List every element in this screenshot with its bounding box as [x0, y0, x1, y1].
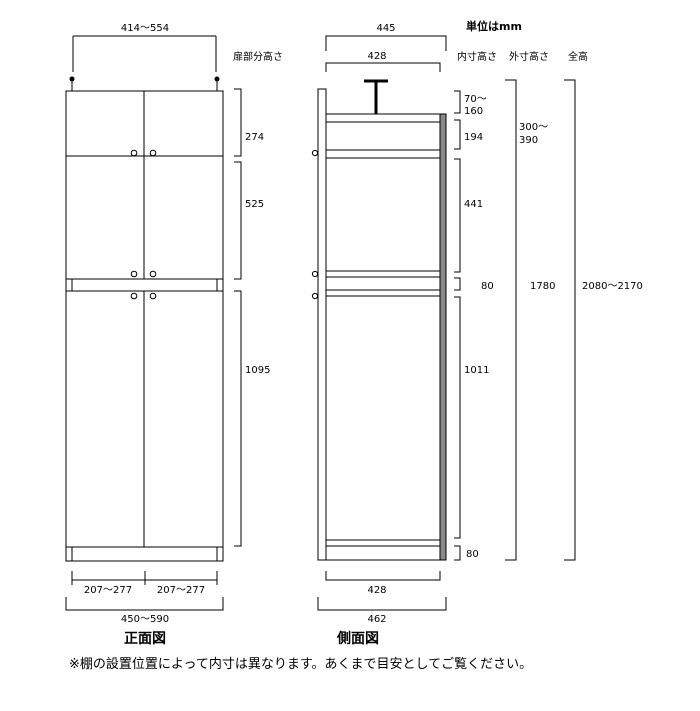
inner-lower-height: 1011: [464, 365, 489, 376]
inner-base-height: 80: [466, 549, 479, 560]
front-top-width-label: 414～554: [121, 23, 169, 34]
door-width-dimension: [71, 571, 218, 585]
side-bottom-outer-label: 462: [367, 614, 386, 625]
overall-width-label: 450～590: [121, 614, 169, 625]
side-door-panel: [317, 88, 327, 561]
side-view-caption: 側面図: [336, 630, 379, 647]
inner-height-brackets: [454, 90, 461, 561]
side-bottom-inner-dimension: [325, 571, 441, 581]
total-height-header: 全高: [568, 50, 588, 63]
front-door-middle-left: [65, 155, 145, 280]
side-top-outer-label: 445: [376, 23, 395, 34]
side-top-inner-label: 428: [367, 51, 386, 62]
door-height-middle: 525: [245, 199, 264, 210]
door-height-upper: 274: [245, 132, 264, 143]
outer-height-brackets: [505, 79, 517, 561]
outer-main-height: 1780: [530, 281, 555, 292]
front-door-lower-right: [143, 290, 224, 548]
side-base-board: [325, 539, 441, 547]
side-top-outer-dimension: [325, 35, 447, 51]
tension-poles: [69, 76, 220, 92]
outer-height-header: 外寸高さ: [509, 50, 549, 63]
side-top-board: [325, 113, 441, 123]
overall-width-dimension: [65, 597, 224, 611]
door-height-brackets: [234, 88, 242, 547]
front-view: 414～554: [65, 23, 283, 647]
outer-upper-line2: 390: [519, 135, 538, 146]
front-door-upper-left: [65, 90, 145, 157]
front-plinth: [65, 546, 224, 562]
inner-top-gap-line2: 160: [464, 106, 483, 117]
side-upper-shelf: [325, 149, 447, 159]
footnote: ※棚の設置位置によって内寸は異なります。あくまで目安としてご覧ください。: [69, 656, 532, 672]
door-width-right-label: 207～277: [157, 585, 205, 596]
side-bottom-inner-label: 428: [367, 585, 386, 596]
unit-label: 単位はmm: [466, 19, 522, 33]
inner-upper-height: 194: [464, 132, 483, 143]
side-middle-shelf: [325, 270, 441, 278]
outer-upper-line1: 300～: [519, 122, 548, 133]
side-back-panel: [439, 113, 447, 561]
door-height-lower: 1095: [245, 365, 270, 376]
side-top-inner-dimension: [325, 62, 441, 72]
inner-middle-height: 441: [464, 199, 483, 210]
side-lower-top-shelf: [325, 289, 441, 297]
front-view-caption: 正面図: [124, 631, 166, 647]
door-knobs: [130, 149, 157, 300]
total-height-label: 2080～2170: [582, 281, 643, 292]
inner-shelf-height: 80: [481, 281, 494, 292]
front-door-upper-right: [143, 90, 224, 157]
front-top-width-dimension: 414～554: [72, 23, 217, 72]
side-bottom-outer-dimension: [317, 597, 447, 611]
side-view: 単位はmm 445 428 内寸高さ 外寸高さ 全高: [311, 19, 643, 647]
inner-height-header: 内寸高さ: [457, 50, 497, 63]
tension-bar: [364, 79, 388, 114]
door-height-header: 扉部分高さ: [233, 50, 283, 63]
front-door-lower-left: [65, 290, 145, 548]
front-joint-band: [65, 278, 224, 292]
side-hinges: [311, 149, 319, 300]
inner-top-gap-line1: 70～: [464, 94, 487, 105]
side-cabinet-body: [325, 113, 441, 561]
door-width-left-label: 207～277: [84, 585, 132, 596]
total-height-bracket: [564, 79, 576, 561]
front-door-middle-right: [143, 155, 224, 280]
